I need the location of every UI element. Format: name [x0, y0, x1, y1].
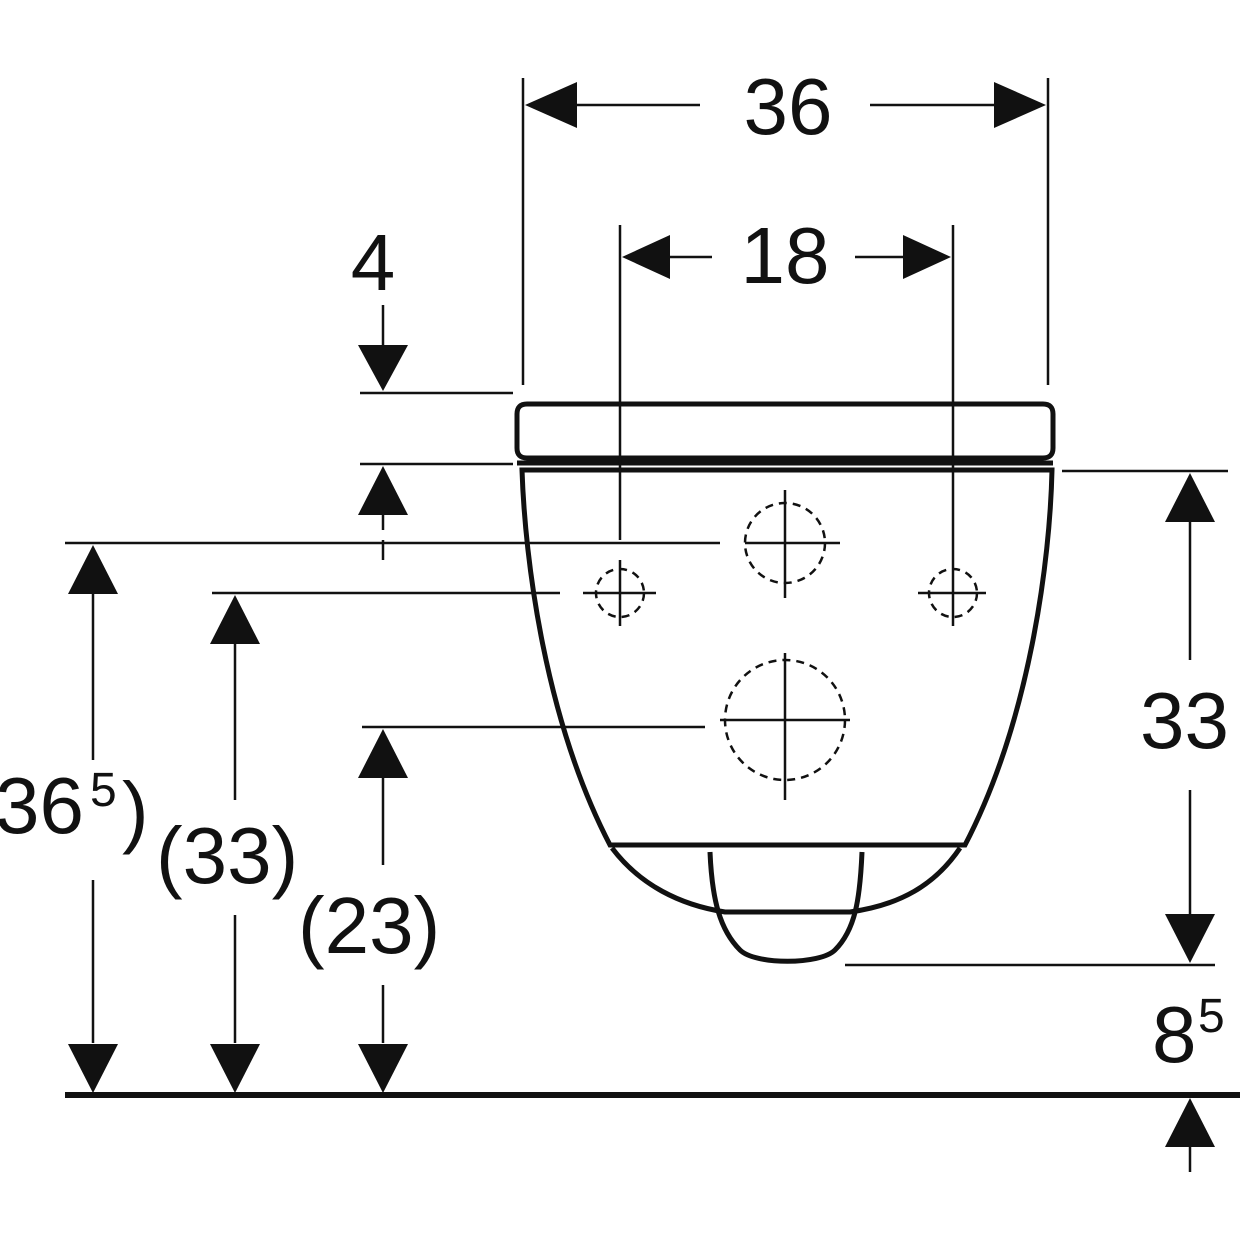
dimension-mounting-spacing: 18 — [618, 211, 955, 560]
dimension-overall-width: 36 — [521, 62, 1050, 385]
fixing-holes — [583, 490, 986, 800]
dimension-left-outer: 36 5 ) — [0, 541, 720, 1093]
dimension-left-inner: (23) — [298, 725, 705, 1093]
label-mounting-spacing: 18 — [741, 211, 830, 300]
label-left-inner: (23) — [298, 881, 440, 970]
dimension-outlet-offset: 8 5 — [1152, 990, 1225, 1172]
label-left-middle: (33) — [156, 811, 298, 900]
outlet-spigot — [707, 851, 865, 964]
seat-lid — [514, 401, 1056, 461]
label-left-outer-close: ) — [122, 766, 149, 855]
dimension-left-middle: (33) — [156, 591, 560, 1093]
right-mounting-hole — [918, 560, 986, 626]
label-outlet-offset: 8 — [1152, 990, 1197, 1079]
label-seat-thickness: 4 — [351, 218, 396, 307]
dimension-bowl-height: 33 — [845, 469, 1229, 967]
label-bowl-height: 33 — [1140, 676, 1229, 765]
label-left-outer: 36 — [0, 761, 84, 850]
toilet-outline — [514, 401, 1056, 964]
drain-outlet-hole — [720, 653, 850, 800]
label-left-outer-sup: 5 — [90, 764, 117, 817]
bowl-outline — [519, 467, 1055, 848]
dimension-seat-thickness: 4 — [351, 218, 513, 560]
label-outlet-offset-sup: 5 — [1198, 990, 1225, 1043]
left-mounting-hole — [583, 560, 656, 626]
bowl-base — [610, 846, 963, 915]
water-inlet-hole — [743, 490, 840, 598]
label-overall-width: 36 — [744, 62, 833, 151]
